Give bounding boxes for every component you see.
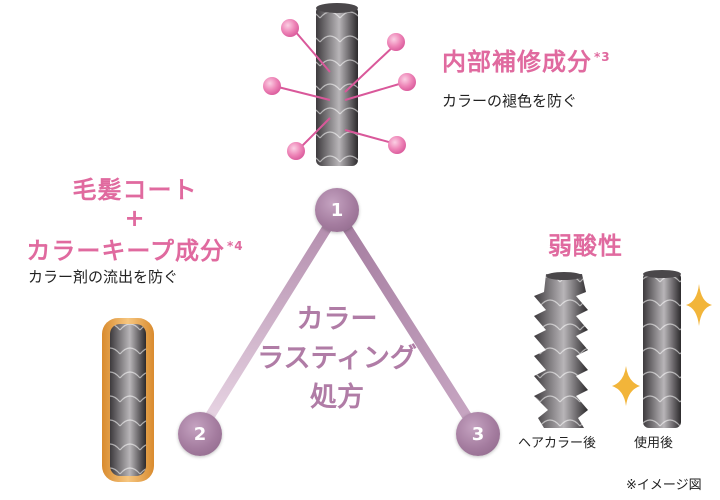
- triangle-center-label: カラー ラスティング 処方: [242, 300, 432, 417]
- triangle-node-2: 2: [178, 412, 222, 456]
- left-description: カラー剤の流出を防ぐ: [28, 266, 178, 287]
- left-heading-note: *4: [227, 239, 244, 253]
- coated-hair-illustration: [102, 318, 154, 482]
- caption-before: ヘアカラー後: [518, 432, 596, 451]
- left-heading: 毛髪コート + カラーキープ成分*4: [0, 176, 270, 265]
- center-label-line2: ラスティング: [242, 339, 432, 378]
- top-heading: 内部補修成分*3: [442, 42, 611, 77]
- left-heading-line2: カラーキープ成分: [26, 237, 225, 265]
- left-heading-line1: 毛髪コート: [0, 176, 270, 204]
- top-heading-note: *3: [594, 50, 611, 64]
- top-heading-text: 内部補修成分: [442, 48, 592, 76]
- smooth-hair-illustration: [643, 270, 681, 428]
- top-description: カラーの褪色を防ぐ: [442, 90, 577, 111]
- triangle-node-1: 1: [315, 188, 359, 232]
- top-hair-illustration: [263, 3, 416, 166]
- right-heading: 弱酸性: [548, 226, 623, 261]
- footnote: ※イメージ図: [626, 474, 702, 493]
- caption-after: 使用後: [634, 432, 673, 451]
- damaged-hair-illustration: [534, 272, 588, 428]
- center-label-line1: カラー: [242, 300, 432, 339]
- center-label-line3: 処方: [242, 378, 432, 417]
- triangle-node-3: 3: [456, 412, 500, 456]
- left-heading-plus: +: [0, 204, 270, 232]
